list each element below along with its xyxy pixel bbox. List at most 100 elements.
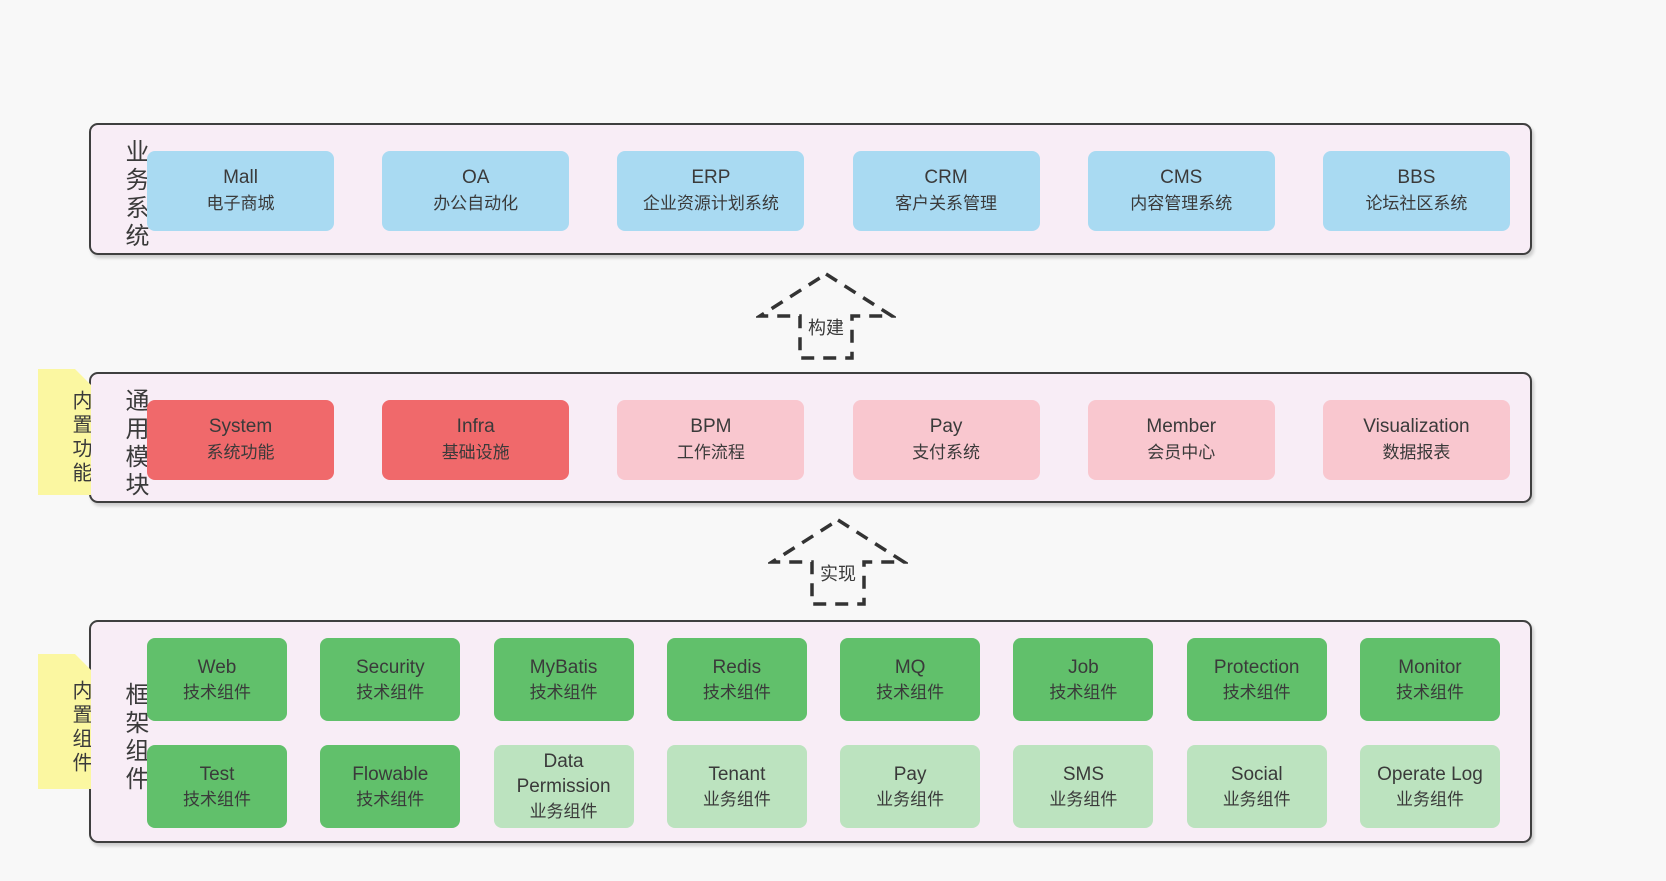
layer-common-modules: 通用模块 System 系统功能 Infra 基础设施 BPM 工作流程 Pay… [89,372,1532,503]
note-text: 内置功能 [69,390,91,486]
node-subtitle: 电子商城 [206,194,275,213]
node-title: Protection [1213,656,1300,678]
node-title: Pay [929,416,963,437]
node-subtitle: 业务组件 [1049,789,1118,809]
node-subtitle: 工作流程 [676,443,745,462]
node-subtitle: 技术组件 [1395,682,1464,702]
node-title: Test [199,763,235,785]
sticky-note-built-in-components: 内置组件 [38,654,91,789]
node-title: MQ [894,656,926,678]
node-subtitle: 数据报表 [1382,443,1451,462]
node-bbs: BBS 论坛社区系统 [1322,151,1510,231]
node-job: Job 技术组件 [1013,638,1154,721]
node-subtitle: 业务组件 [876,789,945,809]
node-subtitle: 技术组件 [1049,682,1118,702]
node-crm: CRM 客户关系管理 [852,151,1040,231]
arrow-build: 构建 [756,270,896,362]
node-subtitle: 客户关系管理 [895,194,998,213]
node-title: Infra [456,416,495,437]
node-title: OA [461,167,490,188]
layer-boxes: Web 技术组件 Security 技术组件 MyBatis 技术组件 Redi… [147,622,1530,841]
node-title: Redis [712,656,762,678]
node-subtitle: 系统功能 [206,443,275,462]
layer-boxes: System 系统功能 Infra 基础设施 BPM 工作流程 Pay 支付系统… [147,374,1530,501]
node-cms: CMS 内容管理系统 [1087,151,1275,231]
node-subtitle: 支付系统 [912,443,981,462]
node-subtitle: 技术组件 [1222,682,1291,702]
node-title: Data Permission [516,751,611,797]
node-title: Pay [893,763,927,785]
node-subtitle: 技术组件 [529,682,598,702]
component-row-1: Web 技术组件 Security 技术组件 MyBatis 技术组件 Redi… [147,638,1500,721]
node-erp: ERP 企业资源计划系统 [617,151,805,231]
node-social: Social 业务组件 [1186,745,1327,828]
node-subtitle: 办公自动化 [433,194,519,213]
node-title: System [208,416,273,437]
node-oa: OA 办公自动化 [382,151,570,231]
node-subtitle: 技术组件 [876,682,945,702]
node-security: Security 技术组件 [320,638,461,721]
node-operate-log: Operate Log 业务组件 [1359,745,1500,828]
node-monitor: Monitor 技术组件 [1359,638,1500,721]
node-system: System 系统功能 [147,400,334,480]
node-test: Test 技术组件 [147,745,287,828]
node-bpm: BPM 工作流程 [617,400,805,480]
node-redis: Redis 技术组件 [666,638,807,721]
node-subtitle: 内容管理系统 [1130,194,1233,213]
node-title: Tenant [708,763,766,785]
node-visualization: Visualization 数据报表 [1322,400,1510,480]
node-title: Job [1068,656,1099,678]
node-mybatis: MyBatis 技术组件 [493,638,634,721]
node-sms: SMS 业务组件 [1013,745,1154,828]
node-title: BPM [690,416,732,437]
node-title: MyBatis [529,656,598,678]
node-title: CRM [924,167,968,188]
node-subtitle: 基础设施 [441,443,510,462]
node-subtitle: 技术组件 [702,682,771,702]
node-subtitle: 技术组件 [183,682,251,702]
node-flowable: Flowable 技术组件 [320,745,461,828]
layer-business-systems: 业务系统 Mall 电子商城 OA 办公自动化 ERP 企业资源计划系统 CRM… [89,123,1532,255]
node-subtitle: 会员中心 [1147,443,1216,462]
node-pay-system: Pay 支付系统 [852,400,1040,480]
layer-label: 通用模块 [121,387,148,500]
arrow-label: 构建 [805,314,847,340]
node-subtitle: 业务组件 [1222,789,1291,809]
node-subtitle: 企业资源计划系统 [642,194,779,213]
node-title: Operate Log [1377,763,1483,785]
node-protection: Protection 技术组件 [1186,638,1327,721]
node-title: Monitor [1398,656,1462,678]
node-title: Social [1230,763,1283,785]
node-title: Flowable [352,763,429,785]
node-title: Member [1146,416,1217,437]
note-text: 内置组件 [69,679,91,776]
arrow-implement: 实现 [768,516,908,608]
node-subtitle: 业务组件 [529,802,598,821]
node-subtitle: 业务组件 [702,789,771,809]
node-subtitle: 技术组件 [356,789,425,809]
arrow-label: 实现 [817,560,859,586]
node-pay-component: Pay 业务组件 [840,745,981,828]
node-member: Member 会员中心 [1087,400,1275,480]
node-title: Visualization [1363,416,1470,437]
node-mall: Mall 电子商城 [147,151,334,231]
layer-framework-components: 框架组件 Web 技术组件 Security 技术组件 MyBatis 技术组件… [89,620,1532,843]
node-title: CMS [1160,167,1203,188]
node-infra: Infra 基础设施 [382,400,570,480]
layer-label: 业务系统 [121,139,148,251]
node-subtitle: 技术组件 [356,682,425,702]
layer-label: 框架组件 [121,681,148,794]
node-title: ERP [691,167,731,188]
node-mq: MQ 技术组件 [840,638,981,721]
layer-boxes: Mall 电子商城 OA 办公自动化 ERP 企业资源计划系统 CRM 客户关系… [147,125,1530,253]
node-title: Web [197,656,237,678]
node-data-permission: Data Permission 业务组件 [493,745,634,828]
node-subtitle: 业务组件 [1395,789,1464,809]
node-title: Mall [223,167,258,188]
node-subtitle: 技术组件 [183,789,251,809]
node-web: Web 技术组件 [147,638,287,721]
node-title: BBS [1397,167,1436,188]
sticky-note-built-in-features: 内置功能 [38,369,91,495]
node-subtitle: 论坛社区系统 [1365,194,1468,213]
